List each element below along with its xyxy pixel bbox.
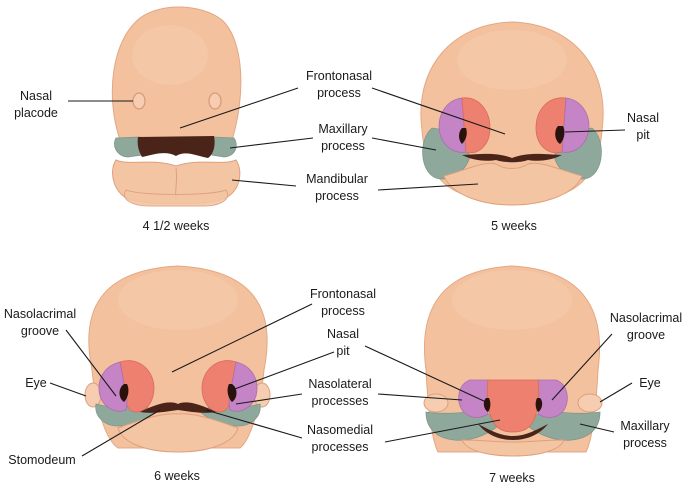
leader-maxillary-p2: [371, 137, 437, 151]
leader-eye-p3: [49, 382, 87, 397]
label-nasomedial-1-p3: Nasomedial: [307, 423, 373, 437]
eye-right-p4: [577, 393, 603, 413]
head-p1: [111, 6, 242, 141]
leader-frontonasal-p3: [171, 303, 313, 373]
leader-mandibular-p1: [231, 179, 297, 187]
nasal-placode-left: [132, 92, 146, 110]
label-nasal-pit-2-p2: pit: [636, 128, 650, 142]
leader-frontonasal-p1: [179, 87, 299, 129]
label-nasolacrimal-1-p3: Nasolacrimal: [4, 307, 76, 321]
label-frontonasal-2-p3: process: [321, 304, 365, 318]
head-highlight-p4: [452, 270, 572, 330]
eye-left-p4: [423, 393, 449, 413]
embryo-5-weeks: [420, 21, 604, 206]
nasal-pit-left-p3: [119, 384, 129, 402]
head-highlight-p2: [457, 30, 567, 90]
label-nasal-pit-2-p3: pit: [336, 344, 350, 358]
mandibular-p3: [117, 413, 239, 453]
leader-mandibular-p2: [377, 183, 479, 191]
stomodeum-p1: [137, 136, 215, 158]
label-frontonasal-1-p3: Frontonasal: [310, 287, 376, 301]
head-highlight-p1: [132, 25, 208, 85]
label-nasolateral-1-p3: Nasolateral: [308, 377, 371, 391]
nasal-pit-right-p2: [555, 126, 565, 144]
maxillary-left-p1: [114, 136, 143, 158]
nasolateral-left-p2: [438, 97, 467, 153]
label-mandibular-1-p1: Mandibular: [306, 172, 368, 186]
stomodeum-p2: [462, 153, 562, 163]
heart-bulge-p1: [123, 189, 229, 207]
maxillary-right-p1: [211, 136, 237, 158]
nasomedial-left-p2: [461, 97, 491, 154]
nasal-pit-right-p4: [535, 398, 543, 412]
leader-nasolacrimal-p3: [65, 329, 117, 397]
caption-6-weeks: 6 weeks: [154, 469, 200, 483]
leader-eye-p4: [599, 382, 633, 403]
label-eye-p4: Eye: [639, 376, 661, 390]
nasomedial-p4: [486, 379, 540, 433]
label-nasolacrimal-2-p3: groove: [21, 324, 59, 338]
label-mandibular-2-p1: process: [315, 189, 359, 203]
label-nasal-placode-1: Nasal: [20, 89, 52, 103]
leader-maxillary-p1: [229, 137, 314, 149]
label-maxillary-1-p4: Maxillary: [620, 419, 670, 433]
label-stomodeum-p3: Stomodeum: [8, 453, 75, 467]
maxillary-left-p4: [425, 409, 505, 441]
embryo-7-weeks: [423, 265, 603, 457]
leader-nasomedial-p3: [205, 409, 303, 439]
leader-lines: [49, 87, 633, 457]
leader-nasolateral-p4: [377, 393, 463, 401]
label-nasomedial-2-p3: processes: [312, 440, 369, 454]
leader-stomodeum-p3: [81, 409, 161, 457]
leader-maxillary-p4: [579, 423, 615, 433]
label-nasal-pit-1-p2: Nasal: [627, 111, 659, 125]
label-nasolacrimal-2-p4: groove: [627, 328, 665, 342]
mandibular-p2: [443, 162, 583, 206]
label-frontonasal-2-p1: process: [317, 86, 361, 100]
labels: Nasal placode Frontonasal process Maxill…: [4, 69, 682, 485]
label-maxillary-2-p1: process: [321, 139, 365, 153]
embryo-6-weeks: [84, 265, 271, 453]
leader-nasolateral-p3: [235, 393, 303, 405]
label-nasolacrimal-1-p4: Nasolacrimal: [610, 311, 682, 325]
nasal-pit-left-p2: [459, 128, 467, 144]
nasolateral-left-p4: [458, 379, 489, 418]
label-maxillary-2-p4: process: [623, 436, 667, 450]
label-nasolateral-2-p3: processes: [312, 394, 369, 408]
caption-4-5-weeks: 4 1/2 weeks: [143, 219, 210, 233]
embryo-4-5-weeks: [111, 6, 242, 207]
leader-nasal-pit-p2: [564, 129, 626, 133]
leader-nasolacrimal-p4: [551, 333, 613, 401]
label-frontonasal-1-p1: Frontonasal: [306, 69, 372, 83]
leader-nasal-pit-p3: [231, 351, 335, 391]
leader-nasal-pit-p4: [364, 345, 487, 403]
leader-nasomedial-p4: [384, 419, 501, 443]
nasal-placode-right: [208, 92, 222, 110]
caption-7-weeks: 7 weeks: [489, 471, 535, 485]
label-nasal-placode-2: placode: [14, 106, 58, 120]
leader-frontonasal-p2: [371, 87, 506, 135]
head-highlight-p3: [118, 270, 238, 330]
label-eye-p3: Eye: [25, 376, 47, 390]
nasal-pit-right-p3: [227, 384, 237, 402]
mandibular-p4: [461, 439, 565, 457]
label-maxillary-1-p1: Maxillary: [318, 122, 368, 136]
stomodeum-p4: [478, 424, 548, 440]
maxillary-right-p4: [521, 409, 601, 441]
label-nasal-pit-1-p3: Nasal: [327, 327, 359, 341]
caption-5-weeks: 5 weeks: [491, 219, 537, 233]
nasolateral-right-p2: [561, 97, 590, 153]
